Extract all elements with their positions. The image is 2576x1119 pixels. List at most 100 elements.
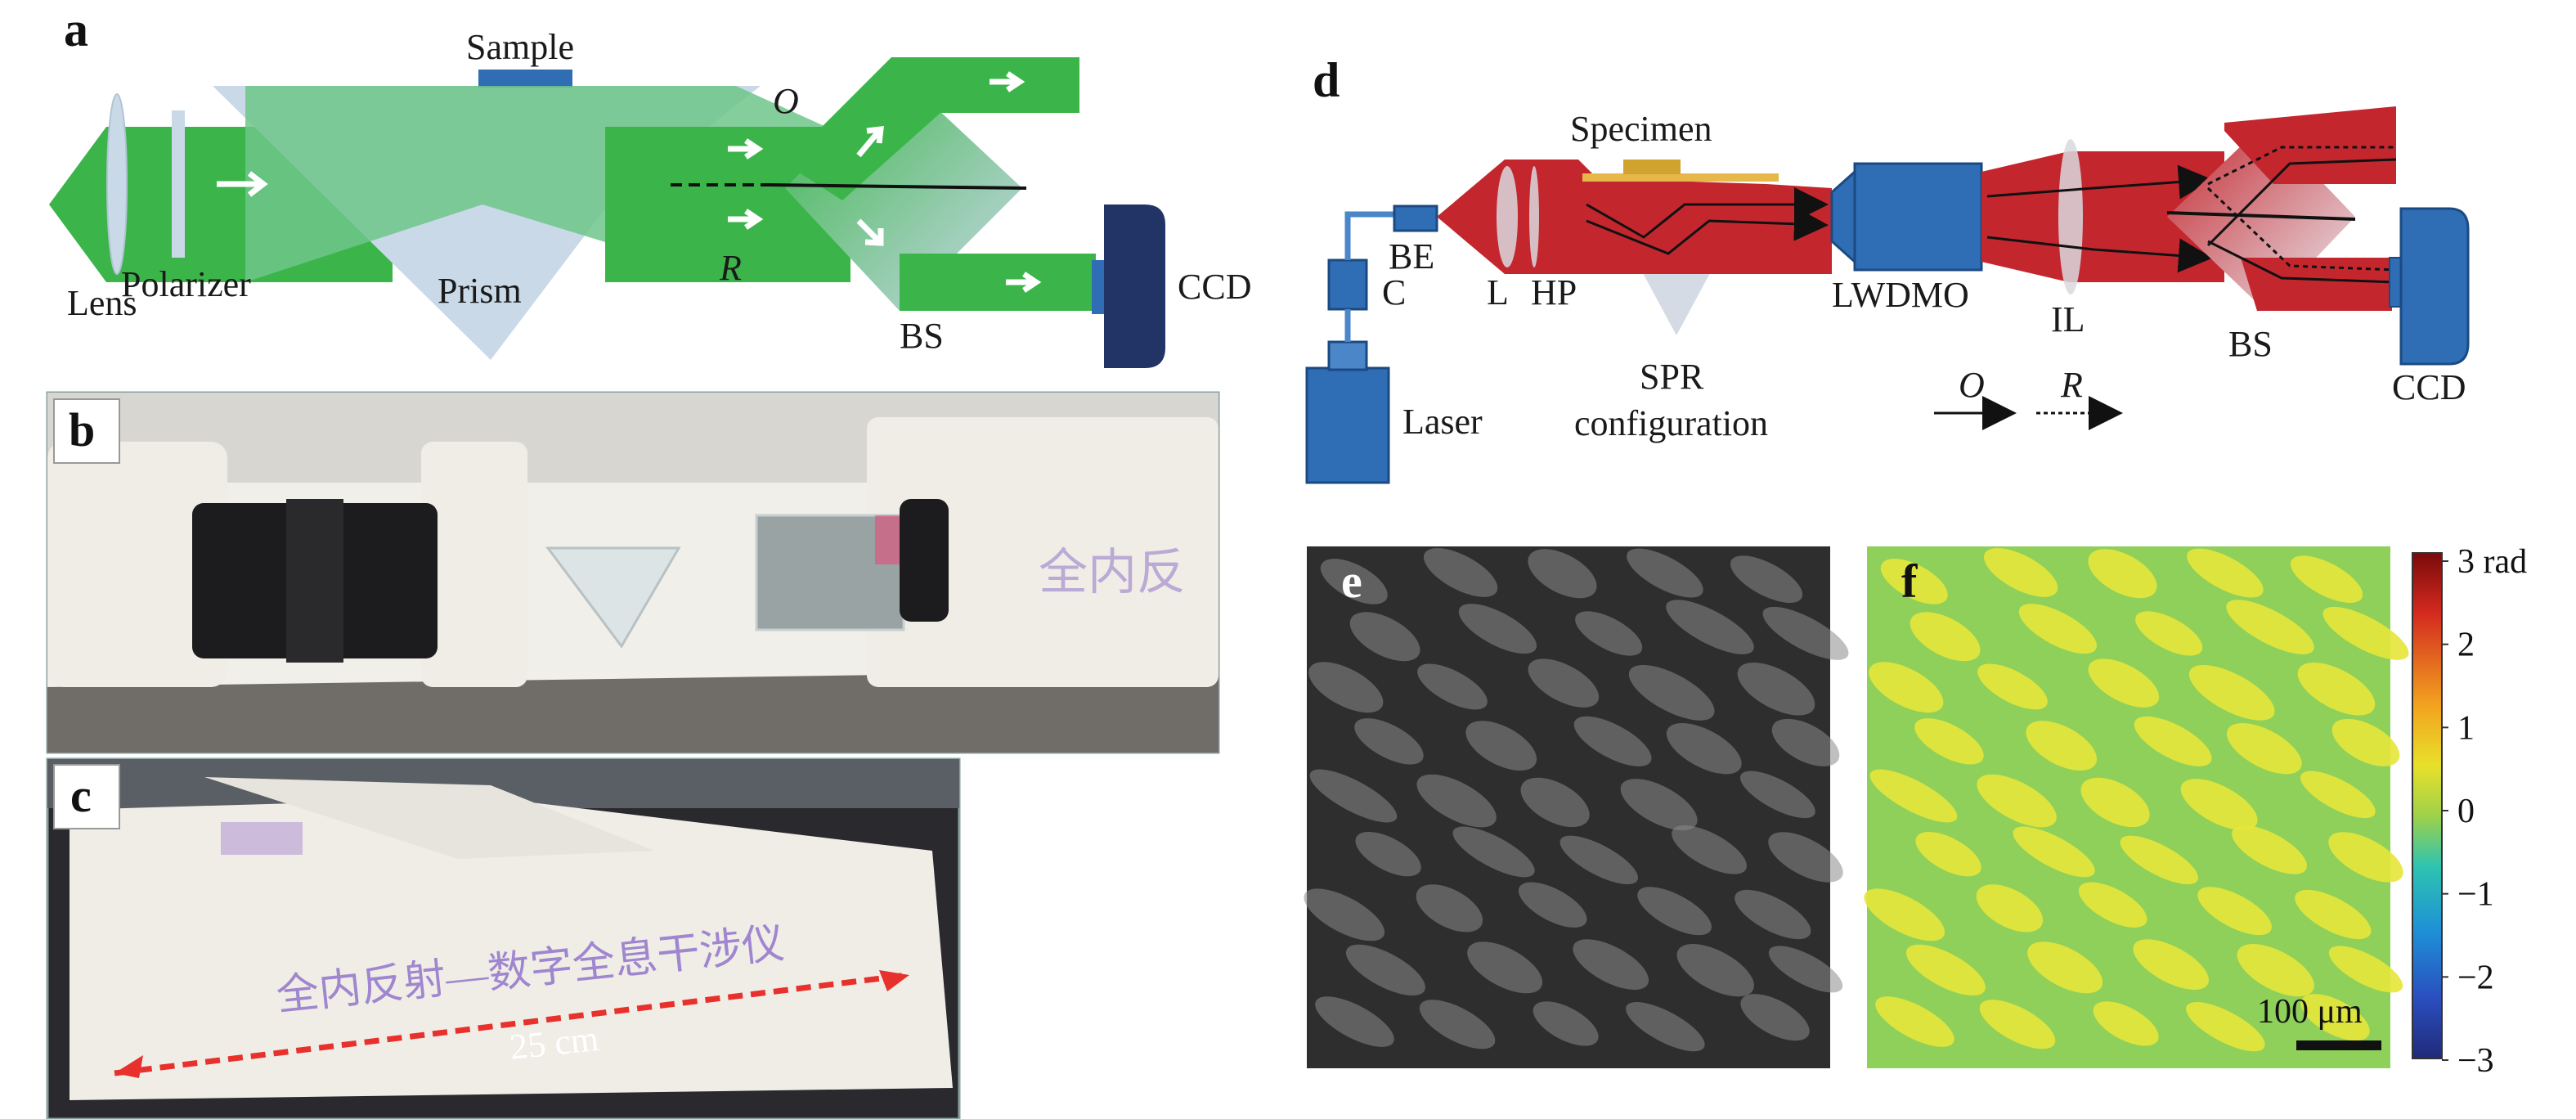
texture-blob (1735, 889, 1811, 940)
texture-blob (1620, 779, 1698, 831)
panel-b (46, 391, 1220, 754)
texture-blob (2018, 604, 2098, 654)
housing-c-lid (204, 777, 654, 859)
gold-film (1582, 173, 1779, 182)
texture-blob (1416, 884, 1483, 932)
scale-arrow-right-head (879, 970, 909, 991)
lens-a (106, 93, 128, 275)
panel-a: a Sample (49, 2, 1251, 368)
texture-blob (2026, 721, 2098, 771)
texture-blob (1672, 825, 1747, 874)
scale-label-c: 25 cm (508, 1018, 600, 1067)
spr-rays (1586, 187, 1829, 255)
upper-output-beam (785, 57, 1079, 200)
texture-blob (1976, 884, 2044, 932)
texture-blob (1762, 606, 1849, 660)
texture-blob (1666, 600, 1754, 654)
middle-block-b (421, 442, 527, 687)
texture-blob (1666, 722, 1742, 775)
label-o-d: O (1959, 365, 1985, 405)
colorbar (2412, 552, 2443, 1059)
texture-blob (1737, 663, 1815, 716)
texture-blob (1465, 721, 1537, 771)
texture-blob (1458, 604, 1537, 654)
texture-blob (2186, 1002, 2265, 1052)
texture-blob (1915, 831, 1981, 877)
texture-blob (2197, 887, 2272, 936)
texture-blob (1315, 996, 1394, 1047)
scale-bar-f (2296, 1040, 2381, 1050)
panel-d: d (1305, 53, 2470, 484)
panel-c-letter-box (53, 764, 120, 829)
scale-arrow-left-head (114, 1055, 143, 1078)
polarizer (172, 110, 185, 258)
texture-blob (1983, 548, 2058, 597)
texture-blob (1768, 946, 1843, 993)
texture-blob (1355, 831, 1421, 877)
texture-blob (2300, 994, 2370, 1041)
texture-blob (2187, 548, 2264, 598)
texture-blob (2133, 939, 2210, 990)
texture-blob (1423, 548, 1498, 597)
label-hp: HP (1531, 272, 1577, 312)
label-ccd-a: CCD (1178, 267, 1251, 307)
ccd-d (2399, 207, 2470, 366)
label-sample: Sample (466, 27, 574, 67)
housing-c (70, 798, 953, 1100)
texture-blob (2237, 944, 2314, 997)
il-rays (1986, 164, 2213, 273)
texture-blob (2088, 658, 2160, 708)
lwdmo-front (1830, 169, 1856, 265)
lens-l (1497, 166, 1518, 267)
texture-blob (1533, 1001, 1599, 1046)
texture-blob (1345, 944, 1425, 996)
texture-blob (1864, 888, 1945, 941)
texture-blob (2226, 722, 2302, 775)
texture-blob (1637, 887, 1712, 936)
ccd-sensor-a (1092, 260, 1105, 314)
fiber (1344, 211, 1398, 342)
red-upper-arm (2224, 131, 2396, 184)
panel-e-letter: e (1341, 555, 1362, 608)
collimator (1327, 258, 1368, 311)
texture-blob (1520, 777, 1590, 828)
texture-blob (2078, 882, 2147, 928)
hp-filter (1529, 166, 1539, 267)
prism-b (545, 546, 681, 649)
red-lower-arm (2241, 258, 2392, 311)
texture-blob (2120, 835, 2199, 885)
texture-blob (1905, 944, 1986, 996)
texture-blob (1977, 663, 2048, 710)
label-laser: Laser (1402, 402, 1483, 442)
texture-blob (2134, 716, 2212, 766)
texture-blob (2180, 779, 2258, 831)
lwdmo (1853, 162, 1983, 272)
panel-d-letter: d (1313, 53, 1340, 107)
beam-expander (1393, 204, 1438, 232)
texture-blob (1875, 996, 1954, 1047)
engraving-c-mark (221, 822, 303, 855)
texture-blob (2093, 1001, 2159, 1046)
texture-blob (1349, 612, 1420, 662)
texture-blob (1467, 941, 1543, 994)
label-ccd-d: CCD (2392, 367, 2466, 407)
texture-blob (2328, 946, 2403, 993)
panel-e: e (1304, 546, 1849, 1068)
ccd-a (1104, 204, 1165, 368)
right-block-b (867, 417, 1218, 687)
texture-blob (1977, 774, 2057, 828)
laser-head (1327, 340, 1368, 371)
texture-blob (2297, 663, 2376, 716)
left-block-b (47, 442, 227, 687)
camera-b (900, 499, 949, 622)
texture-blob (1869, 769, 1958, 823)
label-prism: Prism (438, 271, 522, 311)
panel-c (46, 757, 961, 1119)
panel-f-letter: f (1901, 555, 1918, 608)
texture-blob (1560, 835, 1639, 885)
texture-blob (1768, 832, 1843, 883)
colorbar-tick-label: 0 (2457, 793, 2475, 830)
scale-arrow-c (114, 972, 909, 1076)
panel-a-letter: a (64, 2, 88, 56)
label-c: C (1382, 272, 1406, 312)
